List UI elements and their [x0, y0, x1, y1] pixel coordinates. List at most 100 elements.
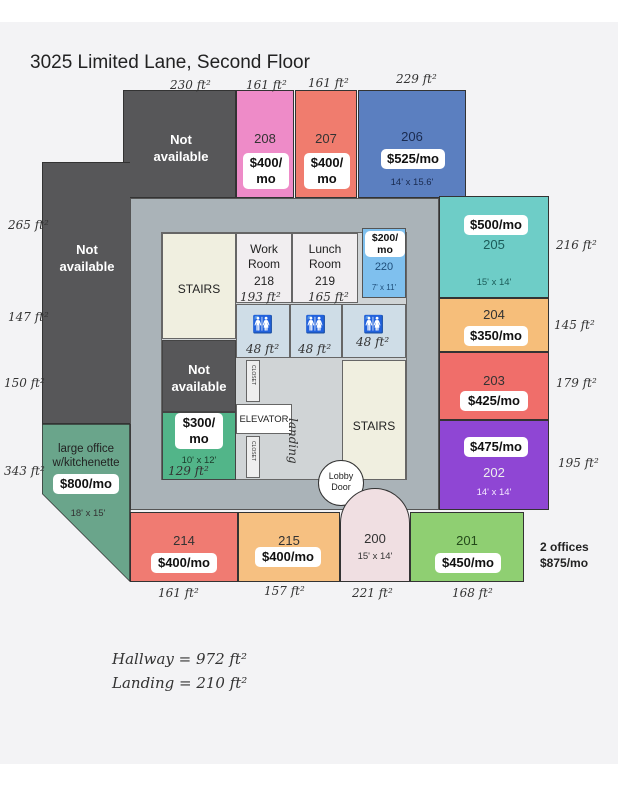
- area-218: 193 ft²: [240, 290, 281, 304]
- area-left-1: 265 ft²: [8, 218, 49, 232]
- restroom-1: 🚻: [236, 304, 290, 358]
- room-dimensions: 15' x 14': [476, 277, 512, 288]
- lobby-door[interactable]: Lobby Door: [318, 460, 364, 506]
- room-number: 218: [253, 274, 275, 288]
- area-215: 157 ft²: [264, 584, 305, 598]
- room-dimensions: 14' x 14': [476, 487, 512, 498]
- elevator: ELEVATOR: [236, 404, 292, 434]
- room-201[interactable]: 201 $450/mo: [410, 512, 524, 582]
- area-large-office: 343 ft²: [4, 464, 45, 478]
- area-202: 195 ft²: [558, 456, 599, 470]
- elevator-label: ELEVATOR: [239, 414, 289, 425]
- room-price: $350/mo: [464, 326, 528, 346]
- room-number: 207: [315, 131, 337, 146]
- two-offices-price: $875/mo: [540, 556, 589, 570]
- area-top-left: 230 ft²: [170, 78, 211, 92]
- large-office-dimensions: 18' x 15': [70, 508, 106, 519]
- room-number: 201: [456, 533, 478, 548]
- room-number: 206: [401, 129, 423, 144]
- room-129[interactable]: $300/ mo 10' x 12': [162, 412, 236, 480]
- not-available-left: Not available: [42, 162, 130, 424]
- room-number: 204: [483, 307, 505, 322]
- room-number: 202: [483, 465, 505, 480]
- area-203: 179 ft²: [556, 376, 597, 390]
- restroom-icon: 🚻: [252, 315, 273, 334]
- room-name: Work Room: [247, 242, 280, 271]
- landing-label: landing: [286, 418, 300, 464]
- room-dimensions: 15' x 14': [357, 551, 393, 562]
- area-206: 229 ft²: [396, 72, 437, 86]
- restroom-icon: 🚻: [363, 315, 384, 334]
- room-price: $400/mo: [151, 553, 217, 573]
- room-204[interactable]: 204 $350/mo: [439, 298, 549, 352]
- restroom-3-area: 48 ft²: [356, 335, 390, 349]
- area-207: 161 ft²: [308, 76, 349, 90]
- landing-note: Landing = 210 ft²: [112, 674, 248, 692]
- room-205[interactable]: $500/mo 205 15' x 14': [439, 196, 549, 298]
- room-214[interactable]: 214 $400/mo: [130, 512, 238, 582]
- large-office-label: large office w/kitchenette: [52, 443, 120, 469]
- closet-lower: CLOSET: [246, 436, 260, 478]
- restroom-2-area: 48 ft²: [298, 342, 332, 356]
- room-200[interactable]: 200 15' x 14': [340, 488, 410, 582]
- not-available-label: Not available: [59, 242, 115, 274]
- not-available-label: Not available: [153, 132, 209, 164]
- restroom-1-area: 48 ft²: [246, 342, 280, 356]
- two-offices-label: 2 offices: [540, 540, 589, 554]
- area-left-2: 147 ft²: [8, 310, 49, 324]
- room-price: $400/ mo: [243, 153, 289, 189]
- room-number: 215: [278, 533, 300, 548]
- area-201: 168 ft²: [452, 586, 493, 600]
- not-available-top: Not available: [123, 90, 236, 198]
- room-number: 208: [254, 131, 276, 146]
- hallway-note: Hallway = 972 ft²: [112, 650, 247, 668]
- room-220[interactable]: $200/ mo 220 7' x 11': [362, 228, 406, 298]
- room-number: 214: [173, 533, 195, 548]
- room-price: $200/ mo: [365, 231, 405, 257]
- room-207[interactable]: 207 $400/ mo: [295, 90, 357, 198]
- area-214: 161 ft²: [158, 586, 199, 600]
- room-name: Lunch Room: [308, 242, 342, 271]
- room-dimensions: 7' x 11': [371, 283, 397, 292]
- stairs-label: STAIRS: [352, 419, 396, 433]
- room-218[interactable]: Work Room 218: [236, 233, 292, 303]
- room-dimensions: 10' x 12': [181, 455, 217, 466]
- room-price: $475/mo: [464, 437, 528, 457]
- room-203[interactable]: 203 $425/mo: [439, 352, 549, 420]
- area-208: 161 ft²: [246, 78, 287, 92]
- room-number: 205: [483, 237, 505, 252]
- room-price: $400/mo: [255, 547, 321, 567]
- closet-label: CLOSET: [250, 441, 256, 462]
- room-price: $450/mo: [435, 553, 501, 573]
- stairs-lower: STAIRS: [342, 360, 406, 480]
- room-dimensions: 14' x 15.6': [390, 177, 434, 188]
- area-left-3: 150 ft²: [4, 376, 45, 390]
- area-219: 165 ft²: [308, 290, 349, 304]
- not-available-label: Not available: [171, 362, 227, 394]
- area-204: 145 ft²: [554, 318, 595, 332]
- room-price: $525/mo: [381, 149, 445, 169]
- room-number: 200: [364, 531, 386, 546]
- floor-plan-title: 3025 Limited Lane, Second Floor: [30, 52, 310, 73]
- room-208[interactable]: 208 $400/ mo: [236, 90, 294, 198]
- closet-label: CLOSET: [250, 365, 256, 386]
- area-129: 129 ft²: [168, 464, 209, 478]
- room-215[interactable]: 215 $400/mo: [238, 512, 340, 582]
- large-office-price: $800/mo: [53, 474, 119, 494]
- area-200: 221 ft²: [352, 586, 393, 600]
- room-price: $500/mo: [464, 215, 528, 235]
- room-202[interactable]: $475/mo 202 14' x 14': [439, 420, 549, 510]
- room-number: 219: [314, 274, 336, 288]
- room-219[interactable]: Lunch Room 219: [292, 233, 358, 303]
- restroom-3: 🚻: [342, 304, 406, 358]
- lobby-door-label: Lobby Door: [328, 471, 354, 492]
- room-price: $400/ mo: [304, 153, 350, 189]
- room-number: 203: [483, 373, 505, 388]
- large-office[interactable]: [42, 424, 132, 582]
- area-205: 216 ft²: [556, 238, 597, 252]
- not-available-inner: Not available: [162, 340, 236, 412]
- closet-upper: CLOSET: [246, 360, 260, 402]
- room-price: $300/ mo: [175, 413, 223, 449]
- room-206[interactable]: 206 $525/mo 14' x 15.6': [358, 90, 466, 198]
- restroom-2: 🚻: [290, 304, 342, 358]
